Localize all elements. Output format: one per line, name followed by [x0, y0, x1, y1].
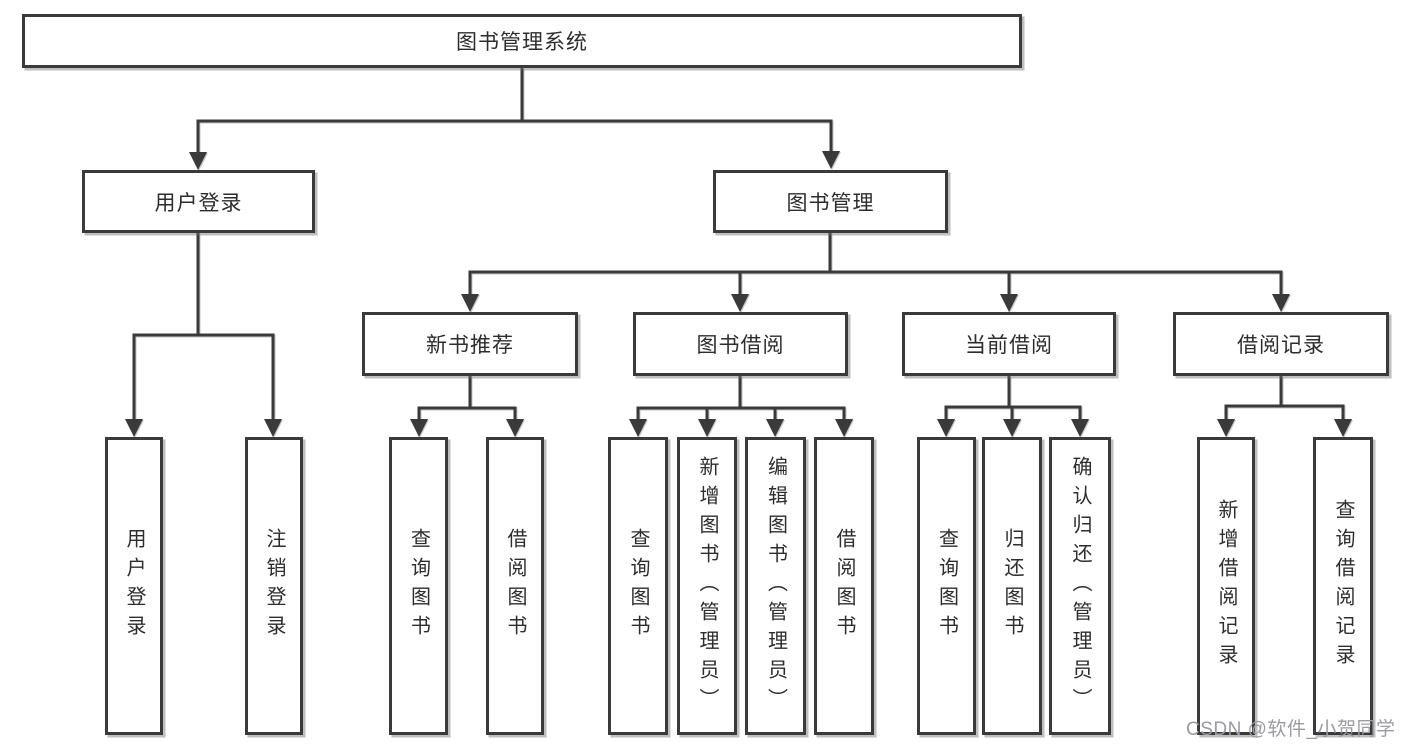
node-current-borrow: 当前借阅	[902, 312, 1116, 376]
node-borrow-records: 借阅记录	[1173, 312, 1389, 376]
leaf-logout: 注销登录	[245, 437, 303, 735]
leaf-borrow-books: 借阅图书	[814, 437, 874, 735]
leaf-query-books-borrow: 查询图书	[608, 437, 668, 735]
node-user-login: 用户登录	[82, 170, 315, 233]
leaf-confirm-return-admin: 确认归还（管理员）	[1049, 437, 1111, 735]
leaf-edit-books-admin: 编辑图书（管理员）	[745, 437, 806, 735]
node-book-management: 图书管理	[713, 170, 948, 233]
leaf-add-borrow-record: 新增借阅记录	[1197, 437, 1255, 735]
leaf-user-login: 用户登录	[105, 437, 163, 735]
leaf-query-books-recommend: 查询图书	[389, 437, 448, 735]
leaf-query-books-current: 查询图书	[917, 437, 976, 735]
leaf-borrow-books-recommend: 借阅图书	[486, 437, 544, 735]
leaf-query-borrow-record: 查询借阅记录	[1313, 437, 1373, 735]
node-library-management-system: 图书管理系统	[22, 14, 1022, 68]
node-book-borrow: 图书借阅	[633, 312, 848, 376]
node-new-book-recommend: 新书推荐	[362, 312, 578, 376]
watermark: CSDN @软件_小贺同学	[1186, 719, 1396, 740]
arrowheads	[125, 151, 1352, 437]
leaf-return-books: 归还图书	[982, 437, 1042, 735]
leaf-add-books-admin: 新增图书（管理员）	[677, 437, 737, 735]
